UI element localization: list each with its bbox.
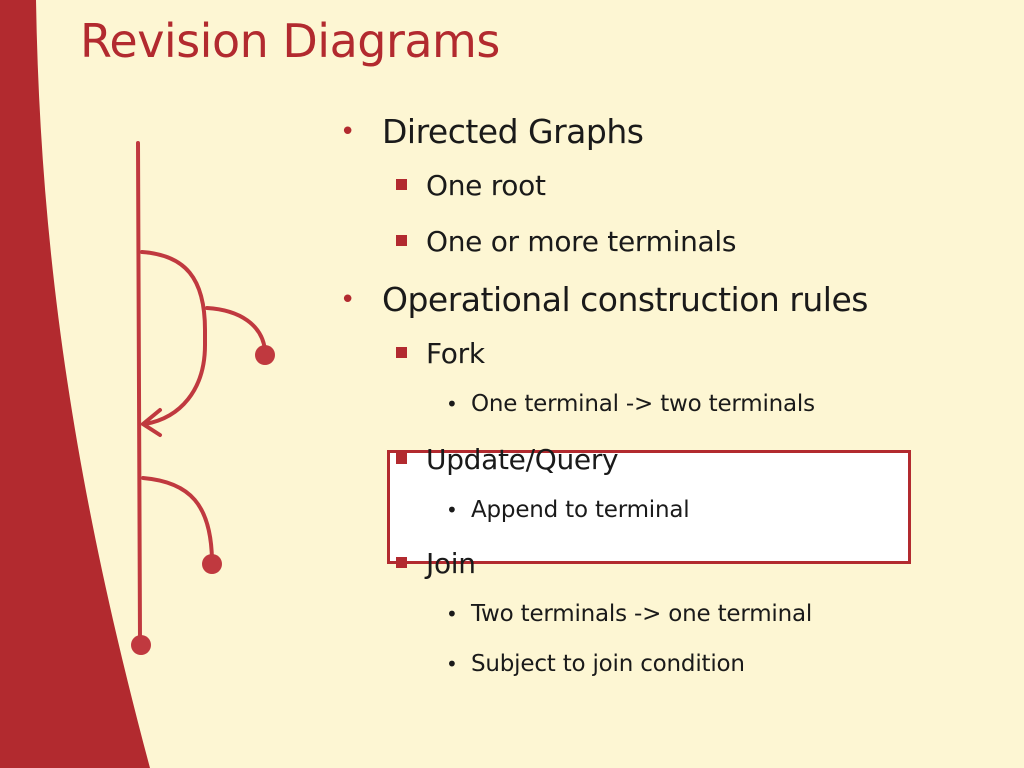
terminal-node-2 — [202, 554, 222, 574]
terminal-node-3 — [131, 635, 151, 655]
bullet-marker: • — [446, 652, 458, 676]
square-bullet-icon — [396, 347, 407, 358]
bullet-list: • Directed Graphs One root One or more t… — [336, 108, 996, 684]
bullet-text: Append to terminal — [471, 497, 690, 523]
bullet-text: One terminal -> two terminals — [471, 391, 815, 417]
bullet-text: Directed Graphs — [382, 112, 644, 151]
bullet-update-query: Update/Query — [336, 438, 996, 482]
terminal-node-1 — [255, 345, 275, 365]
bullet-one-or-more-terminals: One or more terminals — [336, 220, 996, 264]
bullet-join: Join — [336, 542, 996, 586]
bullet-text: Two terminals -> one terminal — [471, 601, 813, 627]
bullet-text: One or more terminals — [426, 225, 737, 258]
main-line — [136, 141, 142, 642]
bullet-text: Subject to join condition — [471, 651, 745, 677]
bullet-marker: • — [340, 117, 355, 147]
bullet-text: Update/Query — [426, 443, 619, 476]
bullet-fork: Fork — [336, 332, 996, 376]
revision-diagram — [136, 141, 267, 642]
bullet-text: One root — [426, 169, 546, 202]
join-arrowhead — [139, 408, 162, 437]
square-bullet-icon — [396, 453, 407, 464]
bullet-operational-rules: • Operational construction rules — [336, 276, 996, 324]
bullet-update-query-desc: • Append to terminal — [336, 490, 996, 530]
bullet-text: Fork — [426, 337, 485, 370]
bullet-marker: • — [446, 498, 458, 522]
bullet-join-desc-2: • Subject to join condition — [336, 644, 996, 684]
fork-branch-2 — [205, 306, 267, 352]
fork-branch-3 — [141, 476, 214, 562]
highlight-box — [387, 450, 911, 564]
bullet-join-desc-1: • Two terminals -> one terminal — [336, 594, 996, 634]
square-bullet-icon — [396, 557, 407, 568]
slide-title: Revision Diagrams — [80, 14, 500, 68]
fork-branch-1 — [140, 250, 207, 426]
bullet-one-root: One root — [336, 164, 996, 208]
bullet-marker: • — [340, 285, 355, 315]
square-bullet-icon — [396, 235, 407, 246]
bullet-marker: • — [446, 392, 458, 416]
bullet-directed-graphs: • Directed Graphs — [336, 108, 996, 156]
bullet-text: Operational construction rules — [382, 280, 868, 319]
bullet-fork-desc: • One terminal -> two terminals — [336, 384, 996, 424]
bullet-marker: • — [446, 602, 458, 626]
left-accent-band — [0, 0, 150, 768]
bullet-text: Join — [426, 547, 476, 580]
square-bullet-icon — [396, 179, 407, 190]
